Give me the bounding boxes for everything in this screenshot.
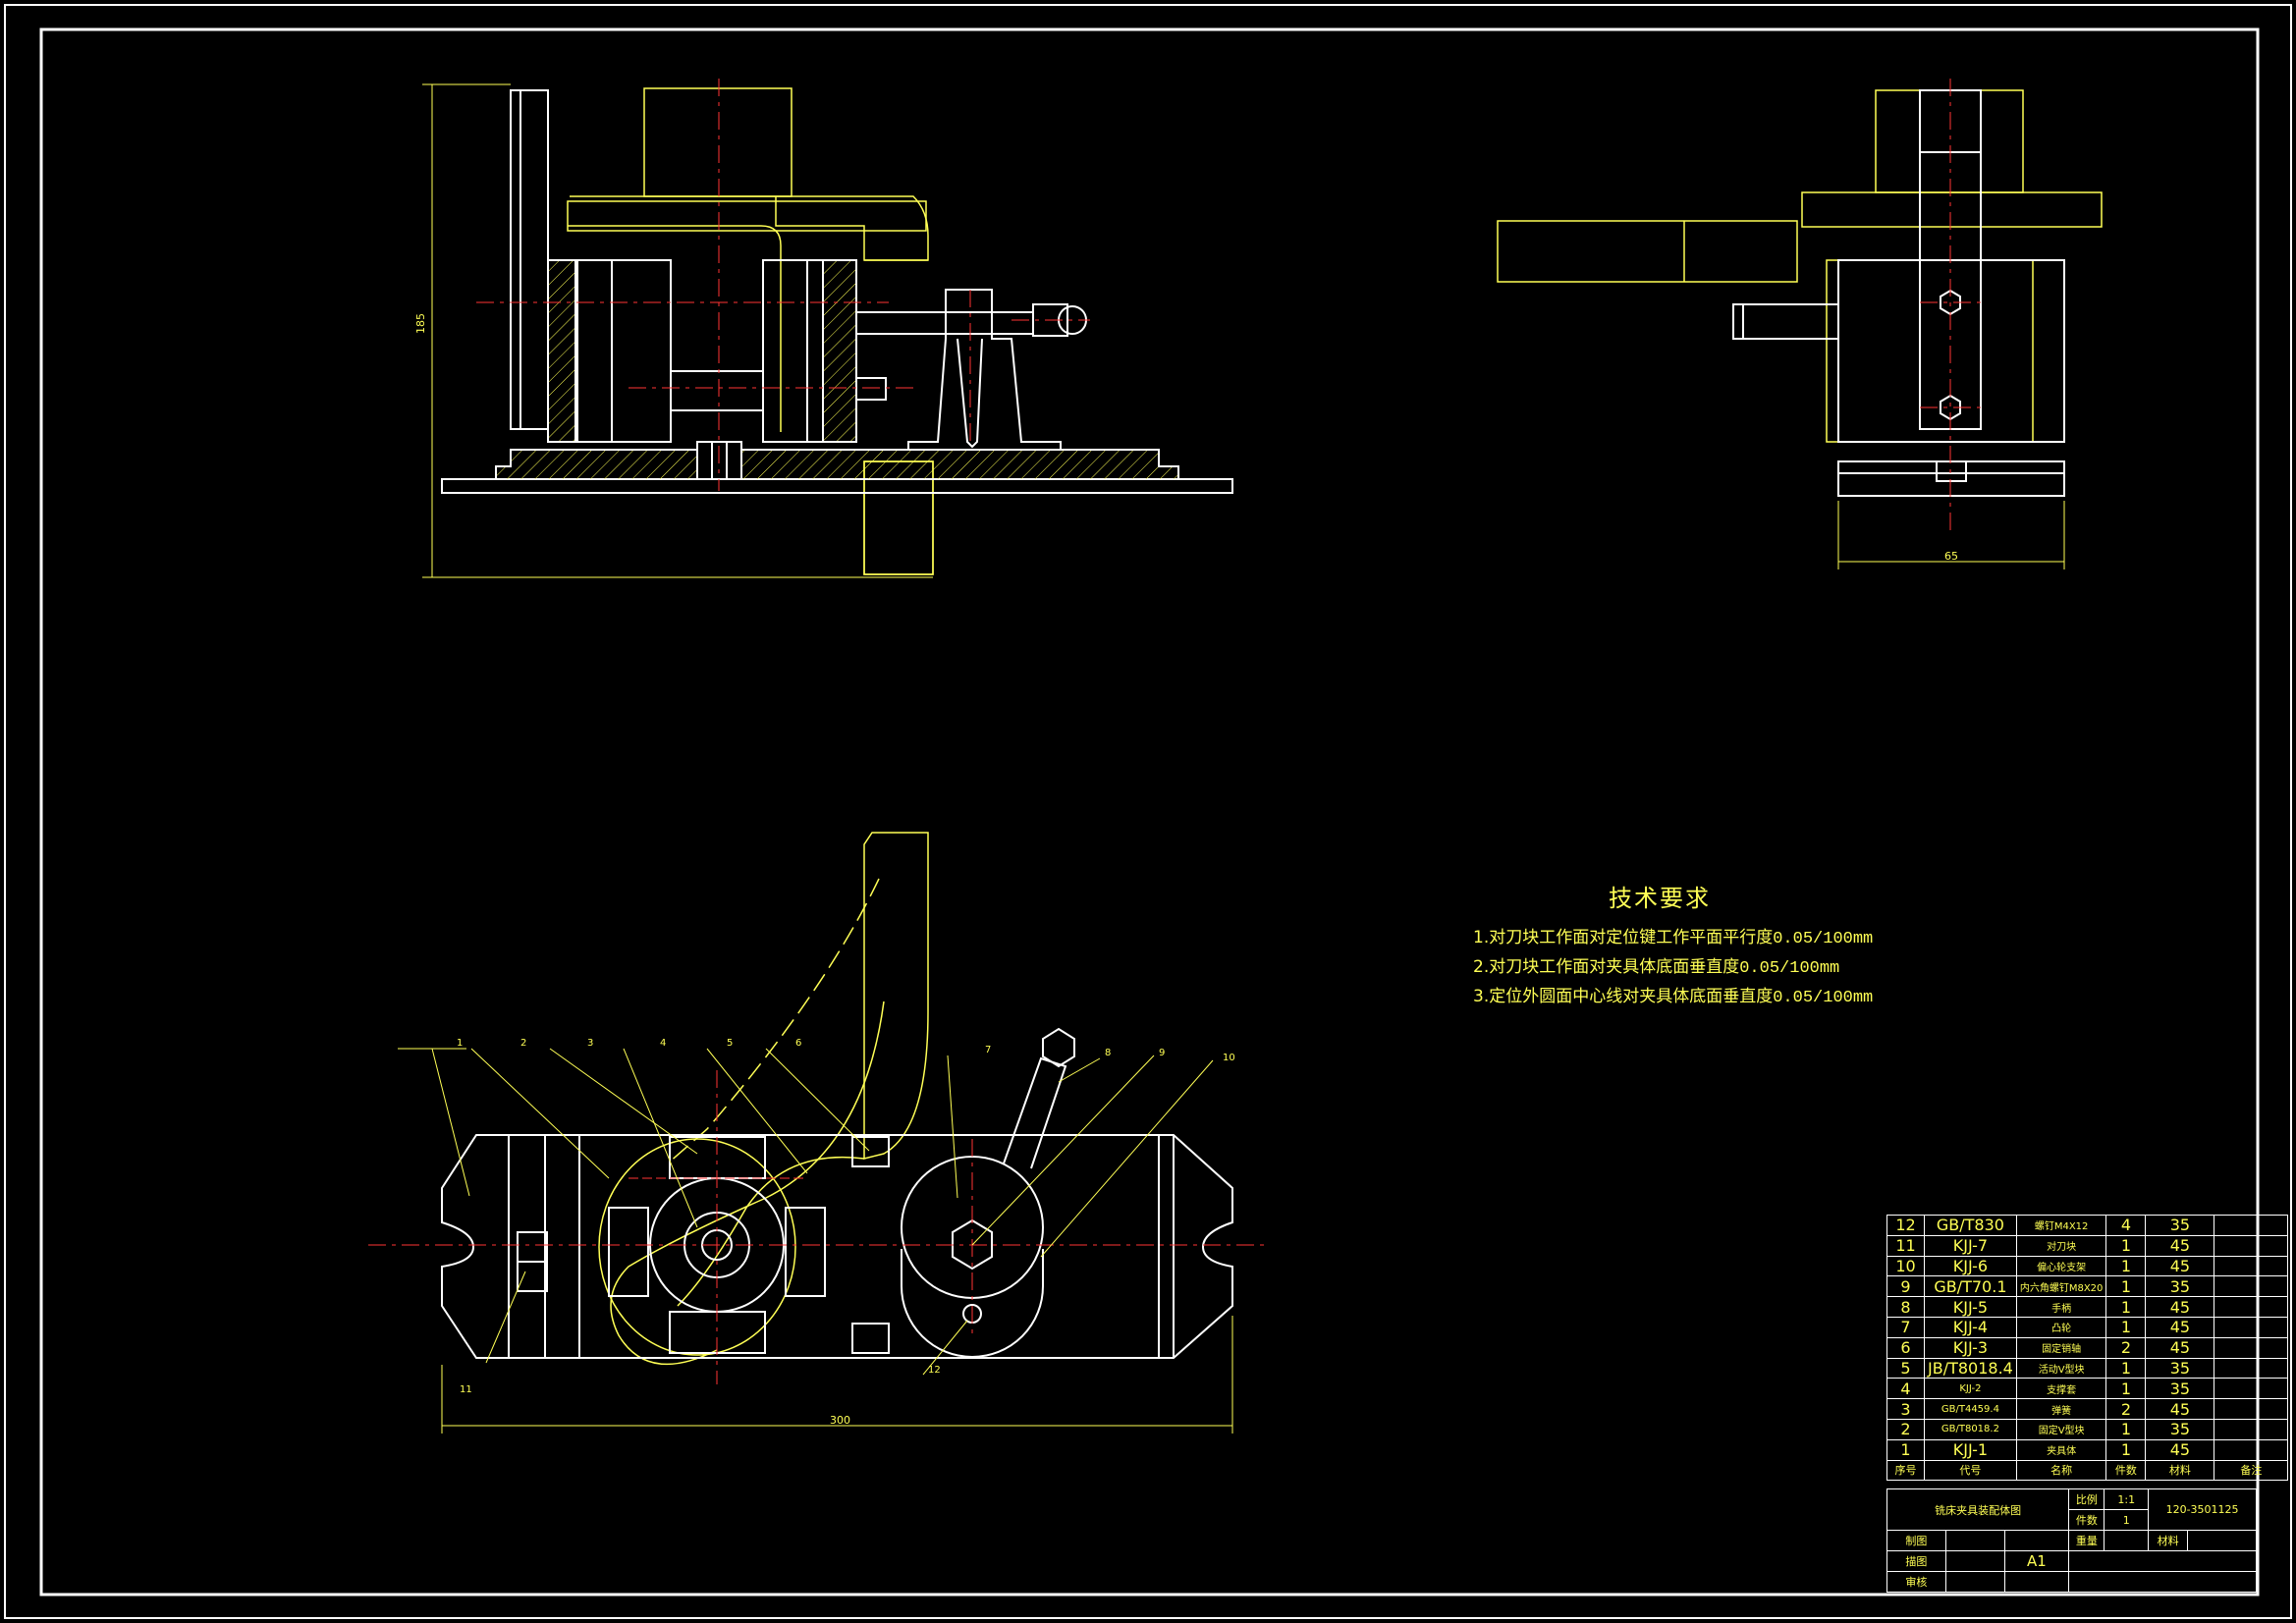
drawing-name: 铣床夹具装配体图 <box>1886 1488 2070 1531</box>
dim-side-width: 65 <box>1944 550 1958 563</box>
balloon-7: 7 <box>985 1045 991 1055</box>
dim-top-length: 300 <box>830 1414 850 1427</box>
inner-border <box>39 27 2260 1596</box>
title-block: 铣床夹具装配体图 比例 1:1 120-3501125 件数 1 制图 重量 材… <box>1886 1488 2257 1593</box>
balloon-12: 12 <box>928 1365 941 1376</box>
drawing-number: 120-3501125 <box>2148 1488 2257 1531</box>
material-label: 材料 <box>2148 1530 2189 1551</box>
sheet-size: A1 <box>2003 1550 2070 1572</box>
top-view: 300 1 2 3 4 5 6 7 8 9 10 11 12 <box>368 832 1267 1434</box>
balloon-4: 4 <box>660 1038 666 1049</box>
balloon-11: 11 <box>460 1384 472 1395</box>
drawn-label: 制图 <box>1886 1530 1946 1551</box>
tech-requirements: 技术要求 1.对刀块工作面对定位键工作平面平行度0.05/100mm 2.对刀块… <box>1473 879 1874 1011</box>
qty-label: 件数 <box>2068 1509 2105 1531</box>
balloon-3: 3 <box>587 1038 593 1049</box>
tech-title: 技术要求 <box>1609 885 1711 912</box>
checked-label: 描图 <box>1886 1550 1946 1572</box>
qty-value: 1 <box>2104 1509 2150 1531</box>
balloon-9: 9 <box>1159 1048 1165 1058</box>
side-view: 65 <box>1497 79 2103 569</box>
balloon-2: 2 <box>520 1038 526 1049</box>
outer-border <box>4 4 2292 1619</box>
scale-label: 比例 <box>2068 1488 2105 1510</box>
tech-item: 2.对刀块工作面对夹具体底面垂直度0.05/100mm <box>1473 957 1840 978</box>
balloon-5: 5 <box>727 1038 733 1049</box>
dim-front-height: 185 <box>414 313 427 334</box>
tech-item: 1.对刀块工作面对定位键工作平面平行度0.05/100mm <box>1473 928 1874 948</box>
approved-label: 审核 <box>1886 1571 1946 1593</box>
balloon-10: 10 <box>1223 1053 1235 1063</box>
bom-header: 序号代号名称件数材料备注 <box>1886 1459 2289 1482</box>
tech-item: 3.定位外圆面中心线对夹具体底面垂直度0.05/100mm <box>1473 987 1874 1007</box>
balloon-1: 1 <box>457 1038 463 1049</box>
balloon-8: 8 <box>1105 1048 1111 1058</box>
front-view: 185 <box>414 79 1233 578</box>
weight-label: 重量 <box>2068 1530 2105 1551</box>
scale-value: 1:1 <box>2104 1488 2150 1510</box>
balloon-6: 6 <box>795 1038 801 1049</box>
